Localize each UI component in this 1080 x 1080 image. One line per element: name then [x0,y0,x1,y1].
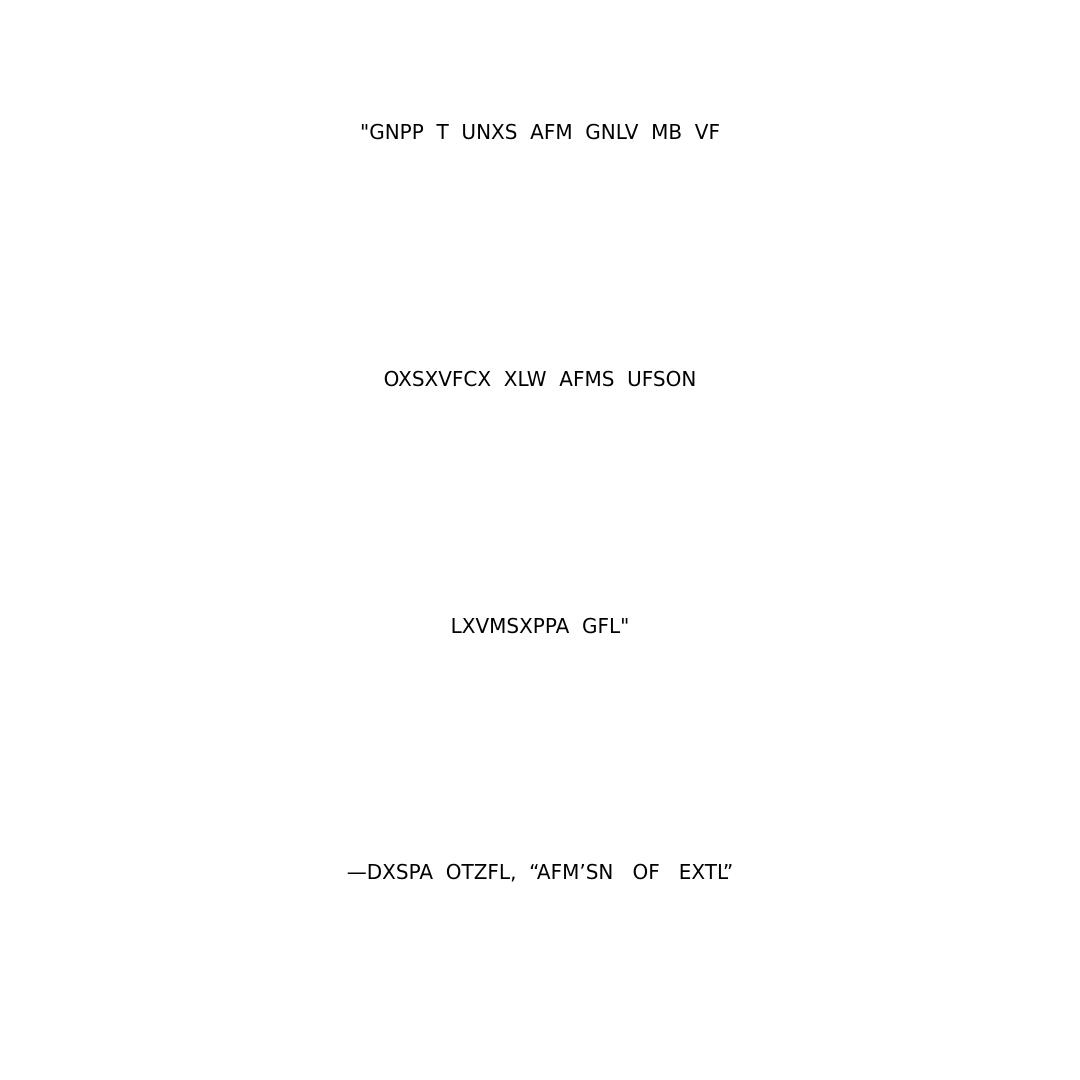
cipher-line-2: OXSXVFCX XLW AFMS UFSON [383,367,697,391]
cipher-attribution: —DXSPA OTZFL, “AFM’SN OF EXTL” [346,860,734,884]
cipher-line-3: LXVMSXPPA GFL" [450,614,630,638]
cipher-line-1: "GNPP T UNXS AFM GNLV MB VF [360,120,720,144]
